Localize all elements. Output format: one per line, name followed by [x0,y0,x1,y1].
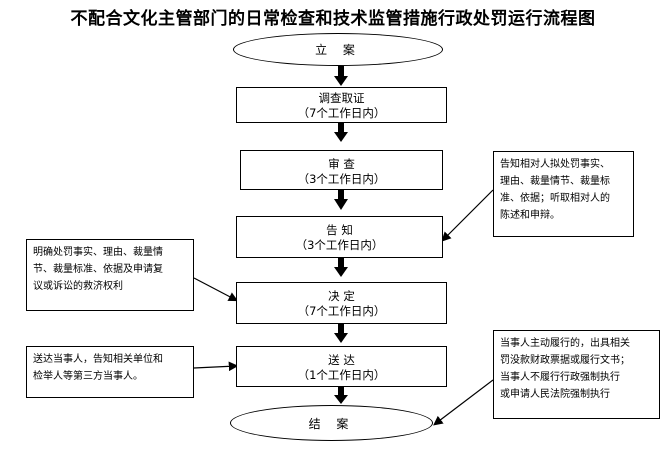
arrow-review-to-inform [334,189,348,210]
note-inform: 告知相对人拟处罚事实、 理由、裁量情节、裁量标 准、依据；听取相对人的 陈述和申… [493,151,634,237]
step-deliver: 送 达 （1个工作日内） [236,346,447,387]
note-line: 节、裁量标准、依据及申请复 [33,264,163,275]
note-decision: 明确处罚事实、理由、裁量情 节、裁量标准、依据及申请复 议或诉讼的救济权利 [26,239,194,311]
arrow-start-to-investigate [334,66,348,86]
note-line: 陈述和申辩。 [500,210,560,221]
note-close: 当事人主动履行的，出具相关 罚没款财政票据或履行文书； 当事人不履行行政强制执行… [493,330,660,419]
note-line: 当事人不履行行政强制执行 [500,372,620,383]
step-label: 送 达 [328,353,355,367]
note-line: 告知相对人拟处罚事实、 [500,159,610,170]
arrow-investigate-to-review [334,122,348,142]
note-line: 检举人等第三方当事人。 [33,371,143,382]
step-label: 决 定 [328,289,355,303]
note-line: 罚没款财政票据或履行文书； [500,355,630,366]
step-review: 审 查 （3个工作日内） [240,150,443,190]
note-line: 明确处罚事实、理由、裁量情 [33,247,163,258]
step-time: （3个工作日内） [295,238,384,252]
flow-arrows [334,66,348,404]
arrow-decide-to-deliver [334,323,348,343]
arrow-inform-to-decide [334,257,348,277]
step-time: （7个工作日内） [297,106,386,120]
step-time: （1个工作日内） [297,368,386,382]
connector-inform-note [441,189,494,242]
note-line: 当事人主动履行的，出具相关 [500,338,630,349]
step-label: 审 查 [328,157,355,171]
note-line: 送达当事人，告知相关单位和 [33,354,163,365]
step-inform: 告 知 （3个工作日内） [236,216,443,258]
connector-delivery-note [193,361,239,372]
page-title: 不配合文化主管部门的日常检查和技术监管措施行政处罚运行流程图 [70,9,596,29]
note-delivery: 送达当事人，告知相关单位和 检举人等第三方当事人。 [26,346,194,398]
step-decide: 决 定 （7个工作日内） [236,282,447,324]
note-line: 或申请人民法院强制执行 [500,389,610,400]
connector-decision-note [193,277,239,302]
start-node: 立 案 [233,33,443,66]
step-time: （3个工作日内） [297,172,386,186]
step-label: 调查取证 [318,91,365,105]
step-time: （7个工作日内） [297,304,386,318]
connector-close-note [433,379,494,426]
step-investigate: 调查取证 （7个工作日内） [236,87,447,123]
arrow-deliver-to-close [334,386,348,404]
note-line: 准、依据；听取相对人的 [500,193,610,204]
note-line: 理由、裁量情节、裁量标 [500,176,610,187]
note-line: 议或诉讼的救济权利 [33,281,123,292]
end-node: 结 案 [230,405,433,441]
step-label: 告 知 [326,223,353,237]
